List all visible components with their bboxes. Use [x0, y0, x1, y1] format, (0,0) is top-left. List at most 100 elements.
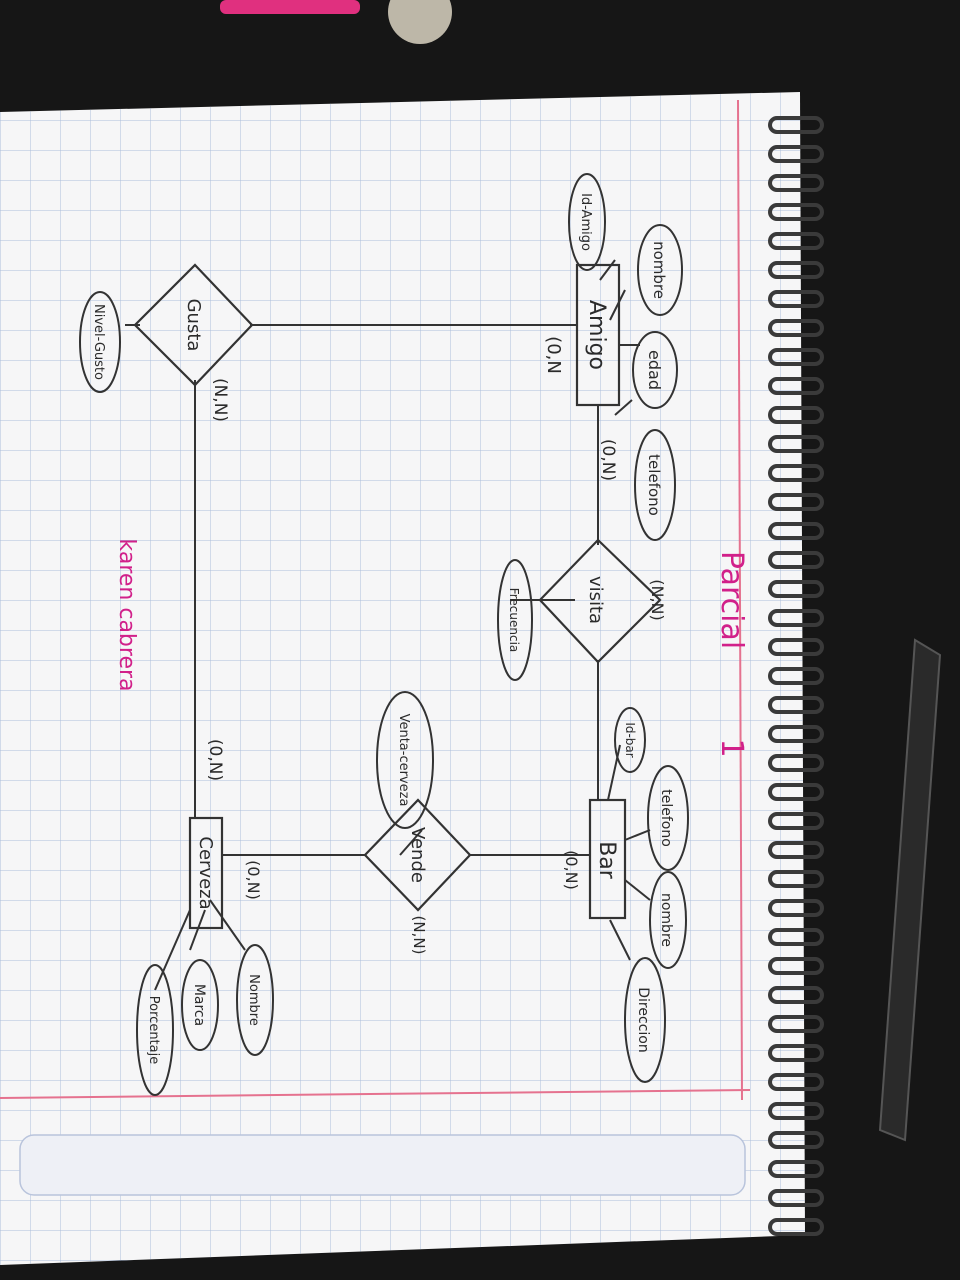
margin-line-bottom [0, 1089, 751, 1099]
attr-nombre-cerveza: Nombre [236, 944, 274, 1056]
spiral-coil [768, 812, 824, 830]
attr-frecuencia: Frecuencia [497, 559, 533, 681]
spiral-coil [768, 1189, 824, 1207]
spiral-coil [768, 1102, 824, 1120]
attr-porcentaje-label: Porcentaje [146, 996, 161, 1064]
entity-bar: Bar [588, 798, 627, 920]
attr-id-amigo-label: Id-Amigo [578, 193, 593, 251]
spiral-coil [768, 232, 824, 250]
attr-telefono-bar-label: telefono [658, 789, 674, 847]
attr-telefono-amigo: telefono [634, 429, 676, 541]
bottom-panel [19, 1134, 746, 1196]
card-bar-vende: (0,N) [562, 850, 581, 890]
spiral-coil [768, 1044, 824, 1062]
card-amigo-visita: (0,N) [598, 439, 618, 481]
attr-frecuencia-label: Frecuencia [507, 588, 521, 653]
entity-amigo: Amigo [575, 263, 621, 407]
spiral-coil [768, 696, 824, 714]
attr-nombre-bar-label: nombre [658, 893, 674, 947]
spiral-coil [768, 609, 824, 627]
author-name: karen cabrera [114, 538, 139, 691]
attr-nombre-bar: nombre [649, 871, 687, 969]
spiral-coil [768, 841, 824, 859]
card-cerveza-gusta: (0,N) [205, 739, 225, 781]
spiral-coil [768, 1218, 824, 1236]
spiral-coil [768, 522, 824, 540]
spiral-coil [768, 1015, 824, 1033]
card-amigo-gusta: (0,N [543, 336, 564, 374]
entity-cerveza-label: Cerveza [195, 836, 216, 909]
spiral-coil [768, 551, 824, 569]
spiral-coil [768, 348, 824, 366]
spiral-coil [768, 406, 824, 424]
attr-nivel-gusto-label: Nivel-Gusto [91, 304, 106, 380]
spiral-coil [768, 174, 824, 192]
relationship-gusta-label: Gusta [183, 299, 204, 352]
spiral-coil [768, 493, 824, 511]
connectors [125, 259, 651, 991]
attr-nombre-cerveza-label: Nombre [246, 974, 261, 1026]
spiral-coil [768, 725, 824, 743]
attr-telefono-amigo-label: telefono [645, 454, 663, 516]
spiral-coil [768, 116, 824, 134]
pen [878, 638, 942, 1142]
page-title-number: 1 [714, 738, 749, 757]
page-title: Parcial [714, 551, 749, 649]
spiral-coil [768, 870, 824, 888]
spiral-coil [768, 638, 824, 656]
spiral-coil [768, 203, 824, 221]
attr-marca: Marca [181, 959, 219, 1051]
attr-id-bar-label: Id-bar [623, 722, 637, 757]
relationship-vende: Vende [363, 798, 472, 912]
spiral-coil [768, 1160, 824, 1178]
grid-lines [0, 92, 805, 1265]
attr-marca-label: Marca [191, 984, 207, 1026]
spiral-coil [768, 957, 824, 975]
attr-edad-label: edad [645, 350, 664, 390]
relationship-visita-label: visita [585, 576, 606, 624]
spiral-coil [768, 319, 824, 337]
attr-nombre-amigo-label: nombre [650, 241, 668, 299]
spiral-coil [768, 580, 824, 598]
attr-direccion: Direccion [624, 957, 666, 1083]
spiral-coil [768, 783, 824, 801]
relationship-gusta: Gusta [133, 263, 254, 387]
attr-edad: edad [632, 331, 678, 409]
entity-cerveza: Cerveza [188, 816, 224, 930]
attr-id-amigo: Id-Amigo [568, 173, 606, 271]
attr-id-bar: Id-bar [614, 707, 646, 773]
attr-porcentaje: Porcentaje [136, 964, 174, 1096]
spiral-coil [768, 986, 824, 1004]
card-cerveza-vende: (0,N) [244, 860, 263, 900]
spiral-coil [768, 1073, 824, 1091]
margin-line-right [737, 99, 743, 1101]
spiral-coil [768, 145, 824, 163]
attr-venta-cerveza: Venta-cerveza [376, 691, 434, 829]
card-visita: (N,N) [648, 579, 667, 621]
entity-amigo-label: Amigo [584, 300, 609, 370]
relationship-visita: visita [538, 538, 662, 664]
entity-bar-label: Bar [594, 841, 619, 880]
relationship-vende-label: Vende [407, 827, 428, 883]
bottle-cap [388, 0, 452, 44]
spiral-binding [768, 116, 824, 1236]
spiral-coil [768, 261, 824, 279]
spiral-coil [768, 464, 824, 482]
attr-direccion-label: Direccion [635, 987, 651, 1052]
spiral-coil [768, 667, 824, 685]
card-gusta: (N,N) [210, 378, 230, 422]
attr-venta-cerveza-label: Venta-cerveza [396, 714, 411, 807]
attr-telefono-bar: telefono [647, 765, 689, 871]
spiral-coil [768, 754, 824, 772]
attr-nombre-amigo: nombre [637, 224, 683, 316]
spiral-coil [768, 1131, 824, 1149]
spiral-coil [768, 899, 824, 917]
spiral-coil [768, 435, 824, 453]
spiral-coil [768, 290, 824, 308]
spiral-coil [768, 928, 824, 946]
attr-nivel-gusto: Nivel-Gusto [79, 291, 121, 393]
card-vende: (N,N) [410, 916, 428, 955]
spiral-coil [768, 377, 824, 395]
pink-object [220, 0, 360, 14]
